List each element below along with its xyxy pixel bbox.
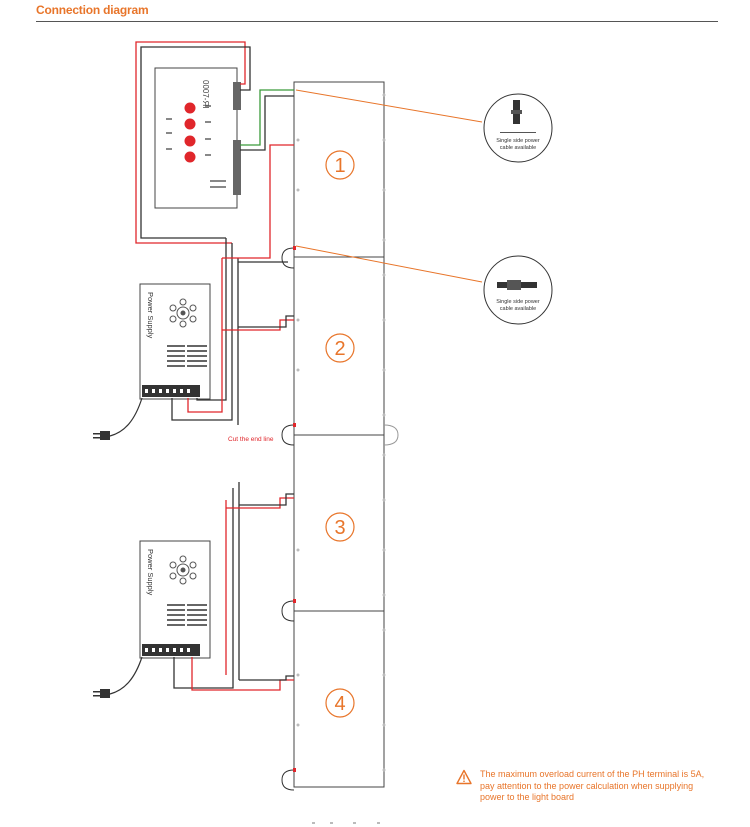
power-supply-2: Power Supply: [139, 540, 211, 659]
callout-2: Single side power cable available: [295, 245, 553, 325]
callout-text-line2: cable available: [500, 306, 536, 312]
callout-text-line1: Single side power: [496, 299, 540, 305]
note-text: The maximum overload current of the PH t…: [480, 769, 705, 802]
wiring: [135, 41, 294, 691]
warning-icon: [456, 769, 472, 785]
panel-1: 1: [293, 81, 385, 258]
panel-number: 4: [334, 693, 345, 715]
controller-label: 0007-ЯI: [201, 80, 210, 108]
page-title: Connection diagram: [36, 3, 149, 17]
panel-3: 3: [293, 434, 385, 612]
jumper-marks: [293, 246, 296, 772]
callout-text-line2: cable available: [500, 145, 536, 151]
footer-marks: [312, 822, 380, 824]
panel-number: 2: [334, 338, 345, 360]
fan-icon: [169, 298, 197, 328]
panel-jumpers: [281, 247, 399, 791]
overload-note: The maximum overload current of the PH t…: [456, 769, 716, 804]
panel-2: 2: [293, 256, 385, 436]
header: Connection diagram: [0, 0, 750, 24]
cut-label: Cut the end line: [228, 436, 274, 443]
callout-1: Single side power cable available: [295, 89, 553, 163]
connector-icon: [500, 100, 536, 133]
power-supply-1: Power Supply: [139, 283, 211, 400]
connector-icon: [497, 280, 537, 290]
panel-number: 1: [334, 155, 345, 177]
plug-icon: [93, 397, 143, 440]
plug-icon: [93, 656, 143, 698]
controller: 0007-ЯI: [154, 67, 241, 209]
panel-dots: [296, 93, 386, 772]
power-supply-label: Power Supply: [146, 549, 155, 596]
power-supply-label: Power Supply: [146, 292, 155, 339]
panel-4: 4: [293, 610, 385, 788]
fan-icon: [169, 555, 197, 585]
header-rule: [36, 21, 718, 22]
callout-text-line1: Single side power: [496, 138, 540, 144]
panel-number: 3: [334, 517, 345, 539]
